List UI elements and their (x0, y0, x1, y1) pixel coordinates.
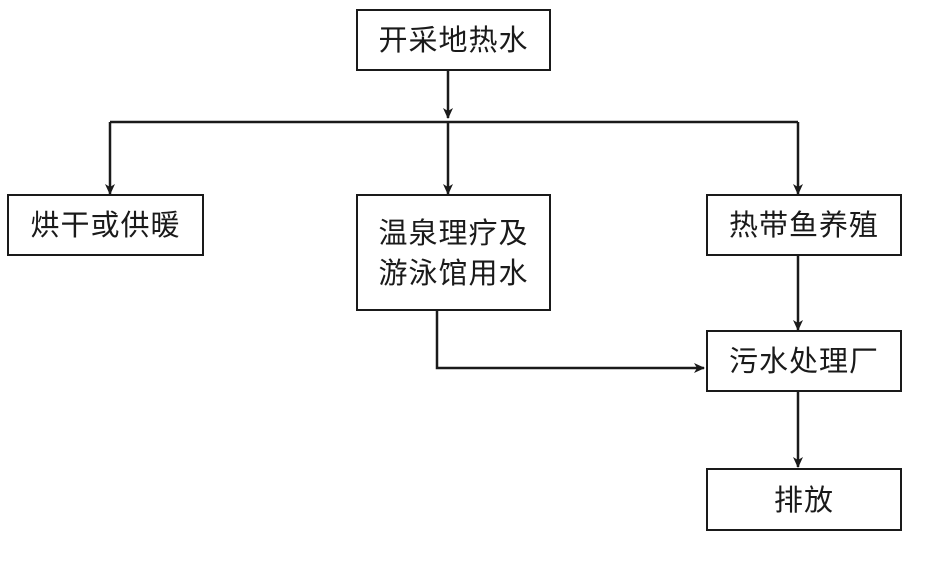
node-source-label: 开采地热水 (378, 23, 529, 57)
node-discharge-label: 排放 (773, 482, 834, 517)
node-spa-label-line2: 游泳馆用水 (378, 255, 529, 290)
node-treatment-label: 污水处理厂 (728, 344, 879, 378)
node-drying: 烘干或供暖 (7, 194, 204, 256)
arrow-spa-to-treatment (435, 311, 705, 373)
node-spa: 温泉理疗及 游泳馆用水 (356, 194, 551, 311)
node-spa-label-line1: 温泉理疗及 (378, 215, 529, 250)
node-discharge: 排放 (706, 468, 902, 531)
node-drying-label: 烘干或供暖 (30, 208, 181, 242)
node-fish: 热带鱼养殖 (706, 194, 902, 256)
node-fish-label: 热带鱼养殖 (728, 208, 879, 242)
node-source: 开采地热水 (356, 9, 551, 71)
node-treatment: 污水处理厂 (706, 330, 902, 392)
